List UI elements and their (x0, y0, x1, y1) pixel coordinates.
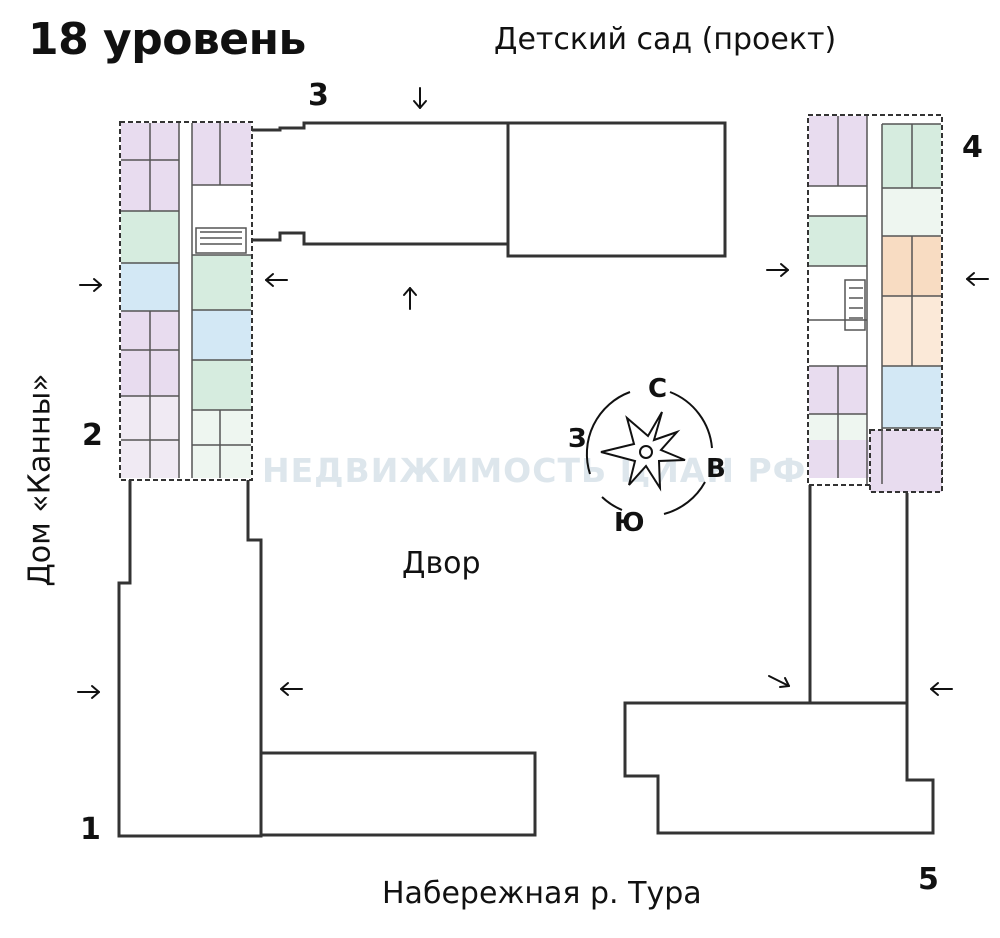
arrow-icon (766, 263, 789, 277)
building-1-outline (117, 480, 537, 838)
building-3-outline (252, 121, 510, 246)
apartment-blue (882, 366, 941, 428)
compass-east: В (706, 454, 726, 484)
watermark: НЕДВИЖИМОСТЬ ЦИАН РФ (262, 451, 807, 490)
arrow-icon (265, 273, 288, 287)
arrow-icon (79, 278, 102, 292)
arrow-icon (413, 87, 427, 109)
apartment-green (809, 216, 867, 266)
top-label: Детский сад (проект) (494, 22, 837, 57)
arrow-icon (966, 272, 989, 286)
section-1-label: 1 (80, 812, 101, 847)
compass-west: З (568, 424, 587, 454)
building-outlines (117, 121, 935, 838)
arrow-icon (930, 682, 953, 696)
apartment-blue (192, 310, 251, 360)
apartment-green (121, 211, 179, 263)
section-5-label: 5 (918, 862, 939, 897)
apartment-purple (869, 429, 943, 493)
level-title: 18 уровень (28, 14, 306, 65)
apartment-purple (809, 440, 869, 478)
courtyard-label: Двор (402, 546, 481, 581)
compass-icon (585, 391, 713, 515)
apartment-green (882, 188, 941, 236)
arrow-icon (280, 682, 303, 696)
section-2-label: 2 (82, 418, 103, 453)
section-2-plan (119, 121, 253, 481)
apartment-blue (121, 263, 179, 311)
building-5-outline (623, 485, 935, 835)
bottom-label: Набережная р. Тура (382, 876, 702, 911)
apartment-green (192, 360, 251, 410)
apartment-purple (192, 123, 251, 185)
building-3-east-block (506, 121, 727, 258)
section-4-plan (807, 114, 943, 493)
arrow-icon (403, 287, 417, 310)
compass-north: С (648, 374, 668, 404)
arrow-icon (77, 685, 100, 699)
compass-south: Ю (614, 508, 645, 538)
apartment-green (192, 410, 251, 478)
apartment-green (192, 255, 251, 310)
section-4-label: 4 (962, 130, 983, 165)
entrance-arrows (77, 87, 989, 699)
arrow-icon (768, 675, 790, 688)
section-3-label: 3 (308, 78, 329, 113)
